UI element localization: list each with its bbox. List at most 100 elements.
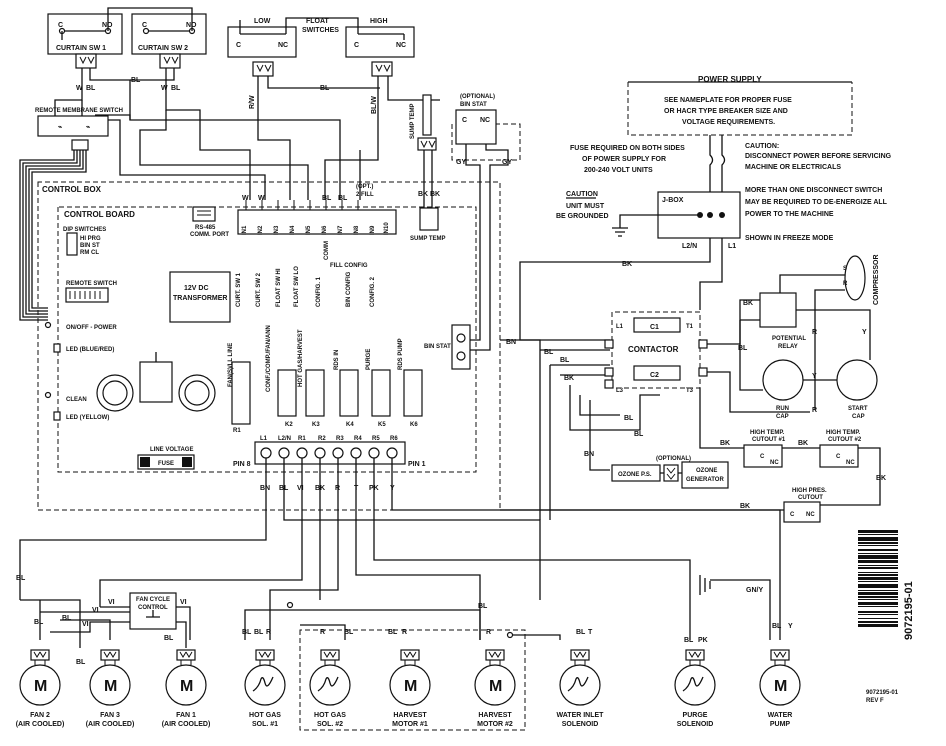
svg-text:BL: BL (279, 485, 289, 492)
svg-text:BL: BL (344, 629, 354, 636)
svg-text:BL: BL (544, 349, 554, 356)
svg-text:PK: PK (698, 637, 708, 644)
svg-text:VOLTAGE REQUIREMENTS.: VOLTAGE REQUIREMENTS. (682, 119, 775, 126)
svg-text:CURT. SW 1: CURT. SW 1 (236, 272, 242, 307)
svg-text:SUMP TEMP: SUMP TEMP (410, 103, 416, 139)
svg-text:BL: BL (338, 195, 348, 202)
load-label-line2: PUMP (770, 721, 791, 728)
svg-text:GENERATOR: GENERATOR (686, 477, 724, 483)
svg-text:K4: K4 (346, 422, 354, 428)
svg-text:W: W (258, 195, 265, 202)
load-label-line2: (AIR COOLED) (86, 721, 135, 728)
high-temp-cutouts: HIGH TEMP. CUTOUT #1 C NC HIGH TEMP. CUT… (500, 388, 886, 523)
svg-text:R: R (812, 329, 817, 336)
control-box: CONTROL BOX CONTROL BOARD DIP SWITCHES H… (37, 181, 501, 511)
svg-text:BK: BK (798, 440, 808, 447)
svg-text:FUSE: FUSE (158, 461, 174, 467)
barcode-bar (858, 534, 898, 535)
svg-text:BL: BL (171, 85, 181, 92)
svg-text:⌁: ⌁ (58, 124, 62, 131)
svg-text:NC: NC (770, 460, 779, 466)
svg-text:Y: Y (812, 373, 817, 380)
svg-text:BK: BK (876, 475, 886, 482)
svg-text:SHOWN IN FREEZE MODE: SHOWN IN FREEZE MODE (745, 235, 834, 242)
barcode-bar (858, 592, 898, 595)
svg-text:BN: BN (506, 339, 516, 346)
svg-text:L1: L1 (728, 243, 736, 250)
svg-text:BL: BL (634, 431, 644, 438)
float-switch-low: LOW C NC (227, 18, 297, 58)
svg-text:HIGH TEMP.: HIGH TEMP. (826, 430, 861, 436)
barcode-bar (858, 545, 898, 546)
float-low-label: LOW (254, 18, 271, 25)
load-label-line1: HARVEST (478, 712, 512, 719)
svg-text:R: R (335, 485, 340, 492)
svg-text:BL: BL (242, 629, 252, 636)
svg-text:FLOAT SW LO: FLOAT SW LO (294, 266, 300, 307)
svg-text:LED (BLUE/RED): LED (BLUE/RED) (66, 347, 114, 353)
svg-text:BL: BL (624, 415, 634, 422)
svg-text:BK: BK (430, 191, 440, 198)
svg-text:NC: NC (480, 117, 490, 124)
svg-text:BL: BL (62, 615, 72, 622)
svg-text:UNIT MUST: UNIT MUST (566, 203, 605, 210)
svg-text:RUN: RUN (776, 406, 789, 412)
svg-text:BK: BK (315, 485, 325, 492)
svg-text:CURT. SW 2: CURT. SW 2 (256, 272, 262, 307)
bin-stat: (OPTIONAL) BIN STAT C NC GY GY (451, 94, 521, 351)
svg-text:RDS IN: RDS IN (334, 350, 340, 370)
svg-text:BE GROUNDED: BE GROUNDED (556, 213, 609, 220)
svg-text:IN4: IN4 (290, 225, 296, 235)
barcode-bar (858, 624, 898, 627)
barcode-bar (858, 590, 898, 591)
svg-text:BL: BL (164, 635, 174, 642)
input-pins: IN1 IN2 IN3 IN4 IN5 IN6 IN7 IN8 IN9 IN10 (242, 222, 390, 235)
fan-cycle-control: FAN CYCLE CONTROL VI VI VI BL VI BL BL B… (16, 575, 191, 666)
load-body (759, 664, 801, 706)
svg-text:SEE NAMEPLATE FOR PROPER FUSE: SEE NAMEPLATE FOR PROPER FUSE (664, 97, 792, 104)
svg-text:R1: R1 (233, 428, 241, 434)
sump-temp-sensor: SUMP TEMP BK BK SUMP TEMP (410, 94, 446, 242)
svg-text:L2/N: L2/N (278, 436, 291, 442)
barcode-bar (858, 602, 898, 605)
svg-text:IN5: IN5 (306, 225, 312, 235)
svg-text:FAN CYCLE: FAN CYCLE (136, 597, 170, 603)
svg-text:GN/Y: GN/Y (746, 587, 763, 594)
svg-text:BN: BN (584, 451, 594, 458)
svg-text:(OPTIONAL): (OPTIONAL) (656, 456, 691, 462)
svg-text:J-BOX: J-BOX (662, 197, 684, 204)
load-connector (770, 649, 790, 661)
svg-text:TRANSFORMER: TRANSFORMER (173, 295, 227, 302)
svg-text:T: T (588, 629, 593, 636)
load-label-line1: WATER (768, 712, 793, 719)
power-title: POWER SUPPLY (698, 75, 762, 84)
svg-text:CUTOUT #1: CUTOUT #1 (752, 437, 786, 443)
svg-text:BL: BL (131, 77, 141, 84)
svg-text:BL: BL (254, 629, 264, 636)
svg-text:IN1: IN1 (242, 225, 248, 235)
barcode (858, 530, 898, 627)
barcode-bar (858, 565, 898, 566)
switch-connectors (75, 53, 393, 77)
svg-text:IN3: IN3 (274, 225, 280, 235)
motor-symbol: M (180, 678, 193, 695)
compressor-section: COMPRESSOR S R POTENTIAL RELAY RUN CAP S… (738, 254, 880, 420)
svg-text:IN2: IN2 (258, 225, 264, 235)
float-high-label: HIGH (370, 18, 388, 25)
load-label-line1: HOT GAS (314, 712, 346, 719)
svg-text:CONTROL BOX: CONTROL BOX (42, 185, 102, 194)
solenoid-coil-icon (682, 676, 704, 692)
svg-text:T: T (354, 485, 359, 492)
svg-text:R/W: R/W (249, 95, 256, 109)
barcode-bar (858, 621, 898, 623)
barcode-number: 9072195-01 (903, 581, 915, 640)
load-body (89, 664, 131, 706)
svg-text:VI: VI (92, 607, 99, 614)
load-label-line1: FAN 1 (176, 712, 196, 719)
svg-text:IN7: IN7 (338, 225, 344, 235)
